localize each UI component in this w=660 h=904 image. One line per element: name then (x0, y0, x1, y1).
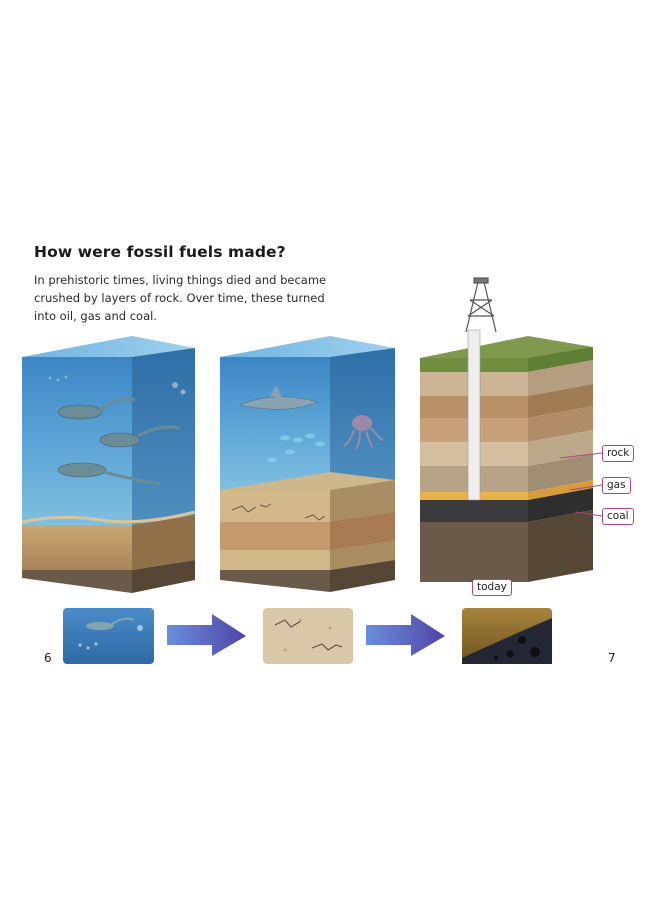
arrow-right-icon (167, 614, 246, 656)
arrow-right-icon (366, 614, 445, 656)
thumbnail-sea-life (63, 608, 154, 664)
intro-text: In prehistoric times, living things died… (34, 271, 327, 325)
intro-line-1: In prehistoric times, living things died… (34, 273, 327, 287)
block-today-layers (420, 277, 603, 596)
block-sea-with-sediment (220, 336, 395, 592)
page-title: How were fossil fuels made? (34, 243, 286, 261)
thumbnail-fossils (263, 608, 353, 664)
label-gas: gas (602, 477, 631, 494)
intro-line-2: crushed by layers of rock. Over time, th… (34, 291, 325, 305)
page-number-right: 7 (608, 651, 616, 665)
block-prehistoric-sea (21, 336, 196, 593)
label-coal: coal (602, 508, 634, 525)
oil-derrick-icon (465, 277, 497, 333)
label-rock: rock (602, 445, 635, 462)
intro-line-3: into oil, gas and coal. (34, 309, 157, 323)
thumbnail-oil (462, 608, 552, 664)
label-today: today (472, 579, 512, 596)
page-number-left: 6 (44, 651, 52, 665)
